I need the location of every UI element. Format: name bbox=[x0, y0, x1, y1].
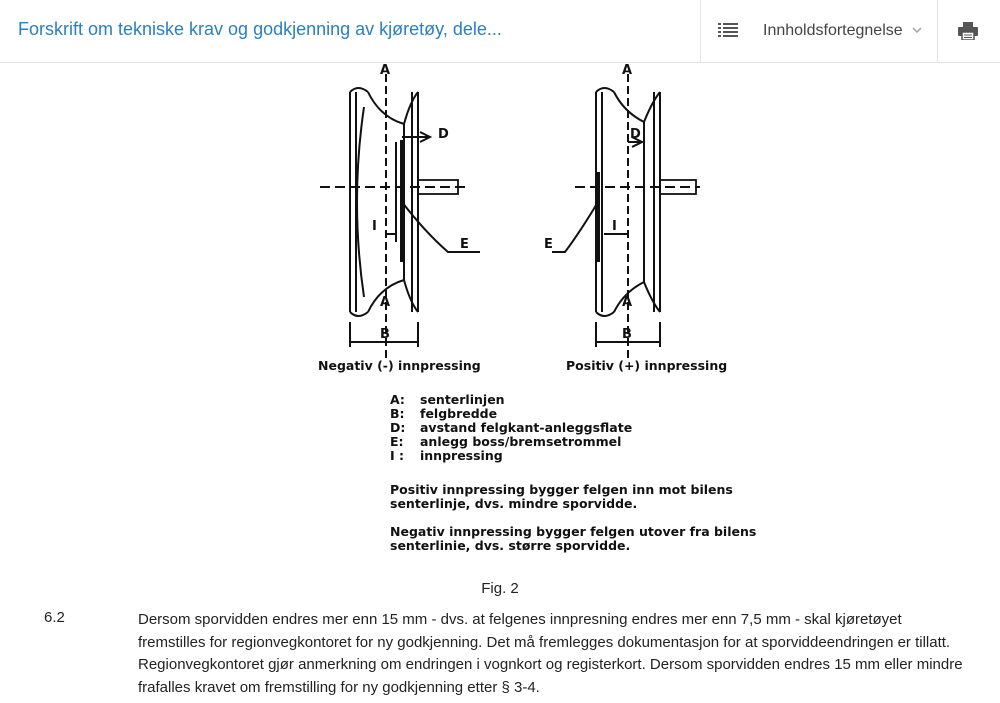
legend-key-a: A: bbox=[390, 392, 405, 407]
document-title[interactable]: Forskrift om tekniske krav og godkjennin… bbox=[18, 19, 502, 39]
wheel-diagram: A D I E A B A D I E A B Negativ (-) innp… bbox=[318, 63, 756, 553]
note-negative-line1: Negativ innpressing bygger felgen utover… bbox=[390, 524, 756, 539]
note-negative-line2: senterlinie, dvs. større sporvidde. bbox=[390, 538, 630, 553]
label-a-bottom-left: A bbox=[380, 295, 390, 310]
legend-text-a: senterlinjen bbox=[420, 392, 505, 407]
wheel-offset-figure: A D I E A B A D I E A B Negativ (-) innp… bbox=[280, 62, 760, 567]
label-e-left: E bbox=[460, 237, 469, 252]
legend: A: senterlinjen B: felgbredde D: avstand… bbox=[390, 392, 632, 463]
print-button[interactable] bbox=[937, 0, 1000, 62]
positive-offset-wheel bbox=[552, 74, 700, 362]
chevron-down-icon bbox=[912, 27, 922, 34]
paragraph-number: 6.2 bbox=[44, 609, 65, 626]
print-icon bbox=[958, 22, 978, 40]
legend-text-i: innpressing bbox=[420, 448, 503, 463]
paragraph-text: Dersom sporvidden endres mer enn 15 mm -… bbox=[138, 611, 963, 696]
legend-text-d: avstand felgkant-anleggsflate bbox=[420, 420, 632, 435]
label-b-right: B bbox=[622, 327, 632, 342]
legend-key-e: E: bbox=[390, 434, 404, 449]
label-e-right: E bbox=[544, 237, 553, 252]
label-i-left: I bbox=[372, 219, 377, 234]
label-a-top-right: A bbox=[622, 63, 632, 78]
toc-label: Innholdsfortegnelse bbox=[763, 22, 903, 39]
legend-text-e: anlegg boss/bremsetrommel bbox=[420, 434, 621, 449]
label-d-right: D bbox=[630, 127, 641, 142]
negative-offset-title: Negativ (-) innpressing bbox=[318, 358, 481, 373]
legend-key-i: I : bbox=[390, 448, 404, 463]
label-b-left: B bbox=[380, 327, 390, 342]
legend-key-d: D: bbox=[390, 420, 405, 435]
legend-text-b: felgbredde bbox=[420, 406, 497, 421]
list-icon bbox=[718, 23, 738, 37]
label-d-left: D bbox=[438, 127, 449, 142]
legend-key-b: B: bbox=[390, 406, 405, 421]
table-of-contents-button[interactable]: Innholdsfortegnelse bbox=[700, 0, 938, 62]
negative-offset-wheel bbox=[320, 74, 480, 362]
figure-caption: Fig. 2 bbox=[481, 580, 519, 597]
label-a-top-left: A bbox=[380, 63, 390, 78]
positive-offset-title: Positiv (+) innpressing bbox=[566, 358, 727, 373]
note-positive-line2: senterlinje, dvs. mindre sporvidde. bbox=[390, 496, 637, 511]
note-positive-line1: Positiv innpressing bygger felgen inn mo… bbox=[390, 482, 733, 497]
top-bar: Forskrift om tekniske krav og godkjennin… bbox=[0, 0, 1000, 63]
label-a-bottom-right: A bbox=[622, 295, 632, 310]
label-i-right: I bbox=[612, 219, 617, 234]
